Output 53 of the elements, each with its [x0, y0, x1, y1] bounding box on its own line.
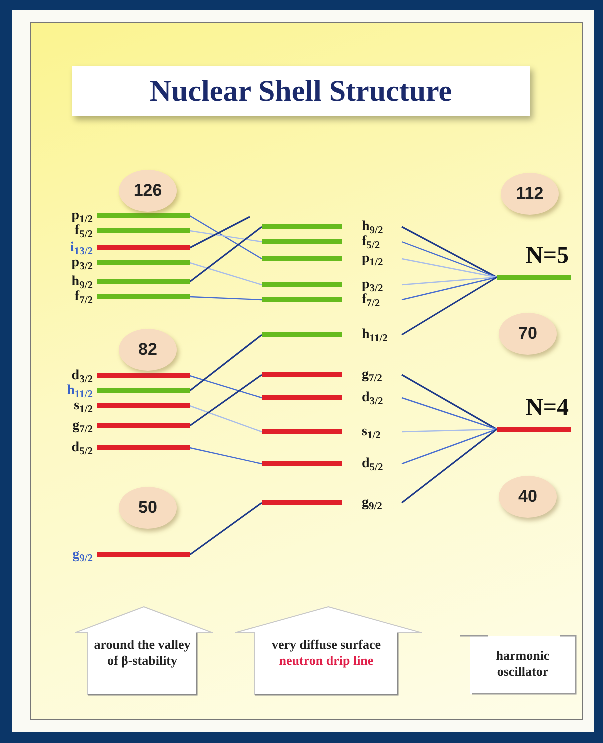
- box-caption: harmonic oscillator: [495, 648, 551, 680]
- level-label: p$_{1/2}$: [72, 210, 93, 222]
- connector-line: [402, 226, 498, 278]
- connector-line: [190, 215, 262, 260]
- connector-line: [190, 262, 262, 286]
- connector-line: [190, 375, 262, 399]
- level-label: s$_{1/2}$: [74, 400, 93, 412]
- shell-label: N=4: [526, 395, 570, 421]
- connector-line: [190, 216, 250, 249]
- box-caption: neutron drip line: [279, 653, 374, 669]
- level-label: d$_{5/2}$: [362, 458, 384, 470]
- level-label: p$_{3/2}$: [72, 256, 93, 270]
- level-label: p$_{1/2}$: [362, 252, 384, 266]
- level-label: s$_{1/2}$: [362, 426, 381, 438]
- level-label: p$_{3/2}$: [362, 278, 384, 292]
- connector-line: [402, 428, 498, 465]
- level-label: d$_{5/2}$: [72, 442, 93, 454]
- connector-line: [190, 447, 262, 465]
- connector-line: [402, 428, 498, 433]
- level-label: d$_{3/2}$: [72, 370, 93, 382]
- connector-line: [402, 397, 498, 430]
- level-label: i$_{13/2}$: [70, 242, 93, 254]
- level-label: h$_{9/2}$: [72, 276, 93, 288]
- level-label: h$_{11/2}$: [67, 384, 93, 398]
- connector-line: [190, 374, 262, 427]
- connector-line: [190, 405, 262, 433]
- connector-line: [402, 276, 498, 286]
- title-banner: Nuclear Shell Structure: [72, 66, 530, 116]
- connector-line: [190, 230, 262, 243]
- box-caption: around the valley of β-stability: [93, 637, 192, 669]
- level-label: h$_{11/2}$: [362, 328, 388, 342]
- connector-line: [190, 502, 262, 556]
- level-label: g$_{9/2}$: [72, 548, 93, 562]
- connector-line: [190, 296, 262, 301]
- level-label: h$_{9/2}$: [362, 220, 384, 234]
- level-label: f$_{5/2}$: [74, 224, 93, 238]
- box-caption: very diffuse surface: [272, 637, 382, 653]
- level-label: g$_{7/2}$: [362, 368, 382, 382]
- connector-line: [402, 276, 498, 301]
- connector-line: [402, 241, 498, 278]
- level-label: f$_{7/2}$: [74, 290, 93, 304]
- connector-line: [402, 374, 498, 430]
- shell-label: N=5: [526, 243, 570, 269]
- connector-line: [190, 334, 262, 392]
- level-label: d$_{3/2}$: [362, 392, 384, 404]
- connector-line: [190, 226, 262, 283]
- level-label: g$_{9/2}$: [362, 496, 382, 510]
- connector-line: [402, 276, 498, 336]
- level-label: g$_{7/2}$: [72, 420, 93, 432]
- connector-line: [402, 258, 498, 278]
- connector-line: [402, 428, 498, 504]
- level-label: f$_{5/2}$: [362, 236, 380, 248]
- level-label: f$_{7/2}$: [362, 294, 380, 306]
